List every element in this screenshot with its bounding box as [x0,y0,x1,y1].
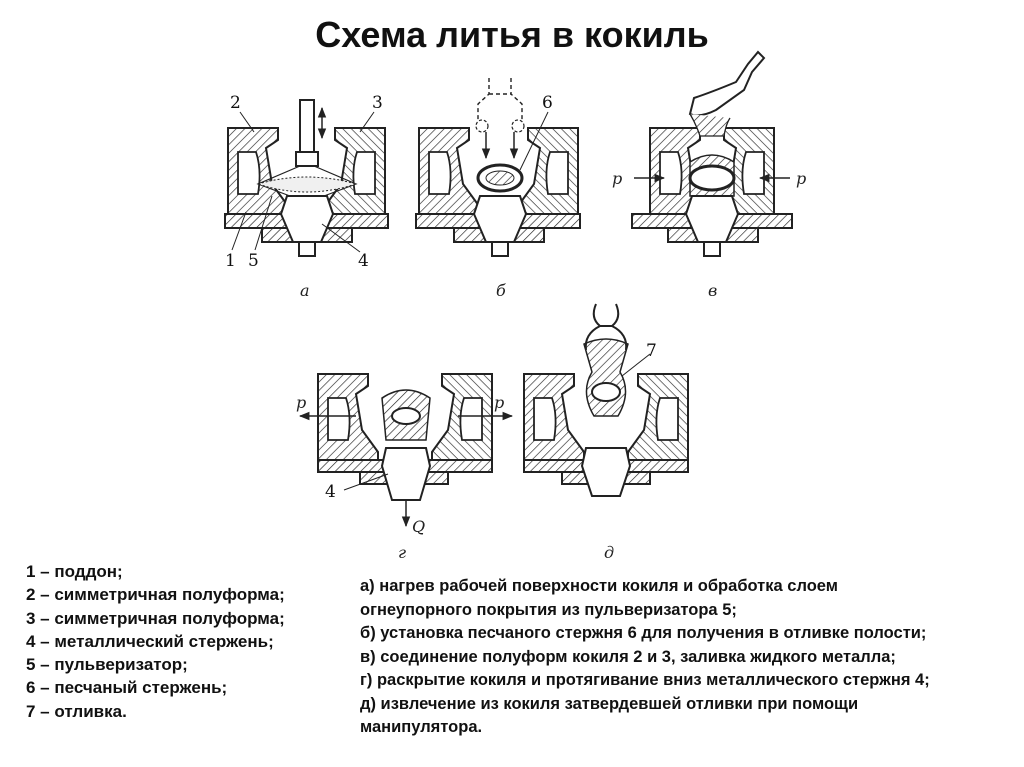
panel-g: p p 4 Q г [296,373,514,562]
step-a-line-1: а) нагрев рабочей поверхности кокиля и о… [360,577,838,595]
panel-b-manipulator-ghost [477,78,523,122]
legend-item-3: 3 – симметричная полуформа; [26,608,285,628]
panel-b-metal-core [472,195,528,243]
panel-g-metal-core [380,447,432,501]
callout-4-g: 4 [325,482,336,502]
panel-d-label: д [604,543,614,562]
legend-item-7: 7 – отливка. [26,701,127,721]
legend-item-5: 5 – пульверизатор; [26,655,188,675]
panel-g-right-half-mould [431,373,493,461]
panel-d: 7 д [523,303,689,562]
step-a-line-2: огнеупорного покрытия из пульверизатора … [360,600,737,619]
step-b: б) установка песчаного стержня 6 для пол… [360,624,927,642]
legend-item-6: 6 – песчаный стержень; [26,678,228,698]
panel-g-label: г [398,543,406,562]
panel-b-left-half-mould [418,127,480,215]
panel-v-metal-core [684,195,740,243]
callout-5: 5 [248,251,259,271]
process-steps: а) нагрев рабочей поверхности кокиля и о… [360,575,930,740]
callout-2: 2 [230,93,241,113]
panel-b-right-half-mould [517,127,579,215]
callout-4: 4 [358,251,369,271]
panel-a-sprayer-rod [299,99,315,153]
panel-d-metal-core [580,447,632,497]
callout-6: 6 [542,93,553,113]
panel-v: p p в [612,50,806,300]
page-title: Схема литья в кокиль [315,14,709,55]
panel-a: 2 3 1 5 4 а [224,93,389,300]
step-d-line-2: манипулятора. [360,718,483,736]
panel-d-left-half-mould [523,373,585,461]
force-label-left: p [612,169,622,188]
panel-v-ladle [688,50,766,117]
panel-a-left-half-mould [227,127,289,215]
panel-g-left-half-mould [317,373,379,461]
panel-a-metal-core [279,195,335,243]
force-label-g-right: p [494,393,504,412]
panel-a-sprayer-head [295,151,319,167]
panel-v-sand-core [688,164,736,192]
legend-item-1: 1 – поддон; [26,562,123,581]
panel-b-label: б [496,281,506,300]
panel-a-right-half-mould [324,127,386,215]
legend: 1 – поддон; 2 – симметричная полуформа; … [26,560,285,723]
panel-d-right-half-mould [627,373,689,461]
legend-item-4: 4 – металлический стержень; [26,631,274,651]
panel-d-manipulator [584,303,628,351]
force-label-g-left: p [296,393,306,412]
panel-v-label: в [708,281,717,300]
callout-3: 3 [372,93,383,113]
panel-b: 6 б [415,78,581,300]
step-g: г) раскрытие кокиля и протягивание вниз … [360,671,930,689]
step-v: в) соединение полуформ кокиля 2 и 3, зал… [360,647,896,666]
panel-d-casting [583,338,629,417]
callout-1: 1 [225,251,236,271]
withdraw-force-label: Q [412,517,425,536]
force-label-right: p [796,169,806,188]
panel-a-label: а [300,281,310,300]
step-d-line-1: д) извлечение из кокиля затвердевшей отл… [360,694,859,713]
legend-item-2: 2 – симметричная полуформа; [26,585,285,605]
callout-7: 7 [646,341,657,361]
